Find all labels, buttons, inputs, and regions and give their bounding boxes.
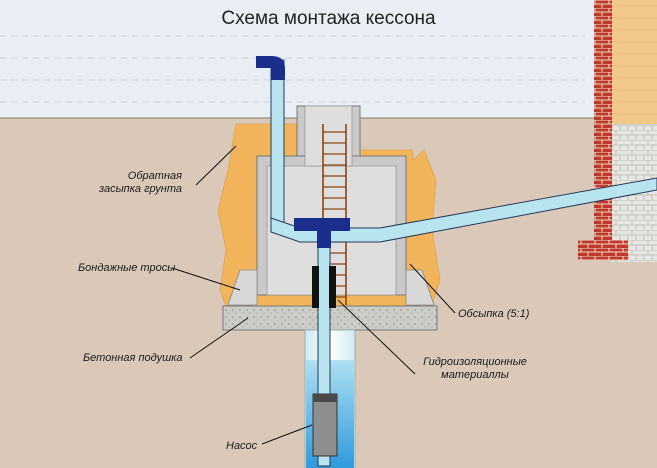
right-bracket xyxy=(405,269,435,306)
waterproof-sleeve-right xyxy=(329,266,336,308)
tee-stem xyxy=(317,222,331,248)
diagram-title: Схема монтажа кессона xyxy=(221,8,436,29)
label-backfill-line1: Обратная xyxy=(127,170,182,182)
label-waterproofing-line1: Гидроизоляционные xyxy=(423,356,527,368)
leader-lines xyxy=(171,145,456,445)
waterproof-sleeve-left xyxy=(312,266,319,308)
label-sand-fill: Обсыпка (5:1) xyxy=(458,308,530,320)
pump-top xyxy=(313,394,337,402)
label-pump: Насос xyxy=(226,440,258,452)
wood-wall xyxy=(610,0,657,124)
pump-body xyxy=(312,393,338,457)
label-cables: Бондажные тросы xyxy=(78,262,176,274)
label-waterproofing-line2: материаллы xyxy=(441,369,509,381)
pipe-elbow xyxy=(256,56,285,80)
label-concrete-pad: Бетонная подушка xyxy=(83,352,183,364)
label-backfill-line2: засыпка грунта xyxy=(98,183,182,195)
sky-guides xyxy=(0,35,585,103)
label-backfill: Обратная засыпка грунта xyxy=(92,170,182,196)
brick-column xyxy=(594,0,612,250)
left-bracket xyxy=(227,269,258,306)
caisson-shaft xyxy=(304,105,353,167)
brick-footing xyxy=(578,240,628,260)
label-waterproofing: Гидроизоляционные материаллы xyxy=(410,356,540,382)
